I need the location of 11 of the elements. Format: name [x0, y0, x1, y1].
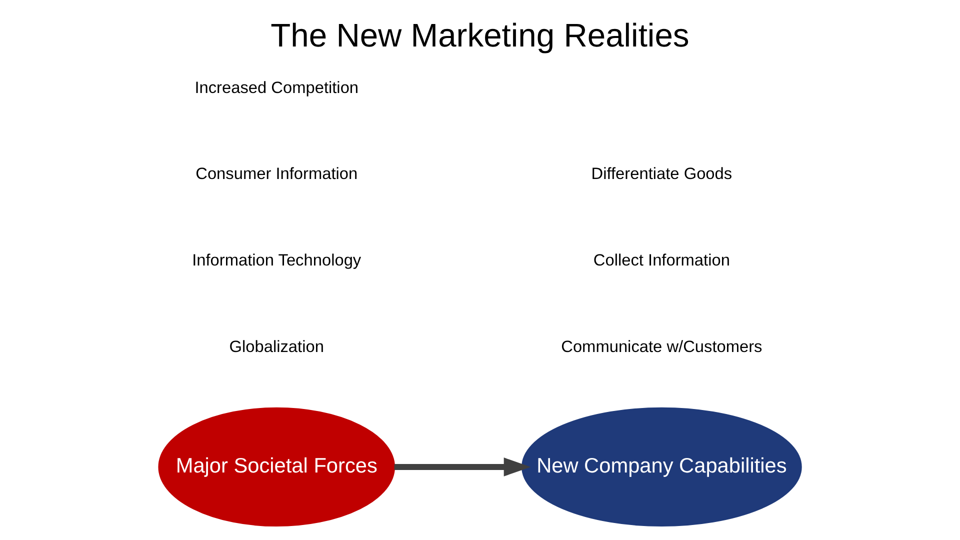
label: Consumer Information	[196, 165, 358, 184]
label: Globalization	[229, 338, 324, 356]
arrow	[394, 458, 531, 476]
node-ellipse: New Company Capabilities	[522, 407, 802, 527]
label: Differentiate Goods	[591, 165, 732, 184]
node-ellipse: Major Societal Forces	[158, 407, 396, 527]
diagram-title: The New Marketing Realities	[270, 16, 690, 54]
label: Collect Information	[593, 252, 730, 270]
label: Information Technology	[192, 252, 362, 270]
label: Increased Competition	[194, 78, 359, 97]
label: Communicate w/Customers	[561, 338, 762, 356]
